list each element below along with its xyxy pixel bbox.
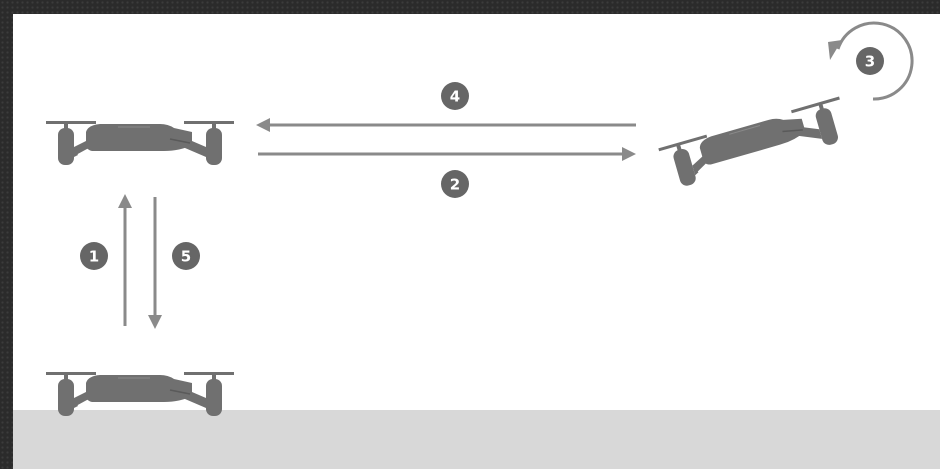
step-badge-3: 3 [856, 47, 884, 75]
drone-tilted-icon [658, 97, 851, 191]
step-label-1: 1 [89, 248, 99, 266]
step-label-3: 3 [865, 53, 875, 71]
arrow-right-icon [258, 147, 636, 161]
step-badge-5: 5 [172, 242, 200, 270]
step-label-2: 2 [450, 176, 460, 194]
step-label-4: 4 [450, 88, 460, 106]
step-badge-1: 1 [80, 242, 108, 270]
step-label-5: 5 [181, 248, 191, 266]
drone-hover-icon [46, 121, 234, 165]
arrow-down-icon [148, 197, 162, 329]
step-badge-4: 4 [441, 82, 469, 110]
step-badge-2: 2 [441, 170, 469, 198]
arrow-left-icon [256, 118, 636, 132]
drone-ground-icon [46, 372, 234, 416]
arrow-up-icon [118, 194, 132, 326]
